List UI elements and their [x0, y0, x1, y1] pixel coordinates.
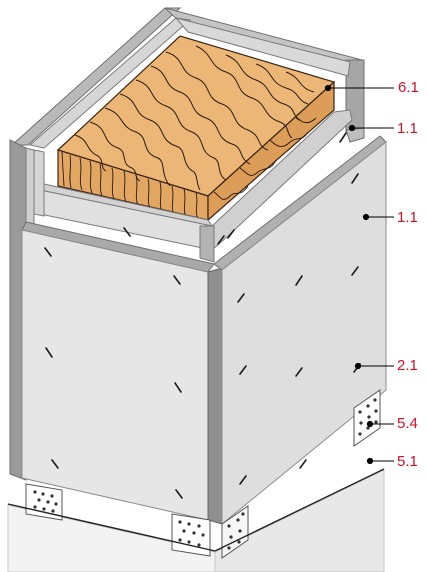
- steel-plates: [25, 389, 381, 559]
- steel-plate-right: [353, 389, 381, 447]
- outer-board-rim: [10, 7, 365, 149]
- screws: [44, 132, 361, 499]
- screw: [123, 227, 131, 237]
- timber-front-grain: [61, 117, 317, 219]
- leader-dot: [324, 84, 332, 92]
- screw: [299, 459, 307, 469]
- callout-label-screws: 2.1: [397, 357, 418, 374]
- screw: [295, 275, 303, 286]
- timber-beam: [56, 35, 336, 222]
- screw: [217, 235, 225, 245]
- callout-label-timber-beam: 6.1: [398, 79, 419, 96]
- screw: [51, 459, 59, 469]
- screw: [45, 347, 53, 358]
- leader-dot: [354, 362, 362, 370]
- screw: [175, 489, 183, 499]
- inner-rim-back-left: [28, 17, 192, 149]
- support-side-face: [214, 469, 385, 572]
- steel-plate-corner: [171, 505, 249, 559]
- timber-grain: [74, 45, 315, 191]
- inner-board-layer: [33, 109, 365, 263]
- support-top-edge: [7, 503, 216, 552]
- steel-plate-left: [25, 483, 63, 521]
- callout-label-outer-board: 1.1: [397, 209, 418, 226]
- inner-right-end: [345, 127, 365, 143]
- outer-board-front: [21, 221, 223, 525]
- outer-rim-back-left: [10, 7, 182, 146]
- support-top-edge-side: [214, 468, 385, 552]
- outer-board-side: [213, 135, 387, 526]
- screw: [351, 266, 359, 276]
- leader-dot: [366, 457, 374, 465]
- inner-left-strip: [33, 149, 45, 217]
- screw: [174, 382, 182, 393]
- leader-lines: [324, 84, 394, 465]
- outer-front-face: [21, 229, 209, 521]
- inner-right-ledge-edge: [199, 225, 215, 263]
- outer-front-vertical-edge: [207, 267, 223, 525]
- inner-left-edge: [25, 147, 35, 227]
- screw: [227, 229, 235, 239]
- screw: [239, 365, 247, 375]
- screw: [239, 475, 247, 485]
- support-block: [7, 469, 385, 572]
- screw: [351, 173, 359, 184]
- screw: [237, 293, 245, 303]
- support-front-face: [7, 504, 216, 572]
- callout-label-inner-board: 1.1: [397, 120, 418, 137]
- screw: [44, 247, 52, 257]
- inner-rim-back-right: [174, 17, 351, 77]
- leader-dot: [362, 213, 370, 221]
- callout-label-steel-plate: 5.4: [397, 415, 418, 432]
- timber-side-face: [207, 80, 335, 222]
- callout-label-support: 5.1: [397, 453, 418, 470]
- screw: [295, 367, 303, 377]
- leader-dot: [348, 124, 356, 132]
- screw: [339, 132, 347, 143]
- screw: [173, 275, 181, 285]
- leader-dot: [366, 420, 374, 428]
- outer-side-face: [221, 140, 387, 526]
